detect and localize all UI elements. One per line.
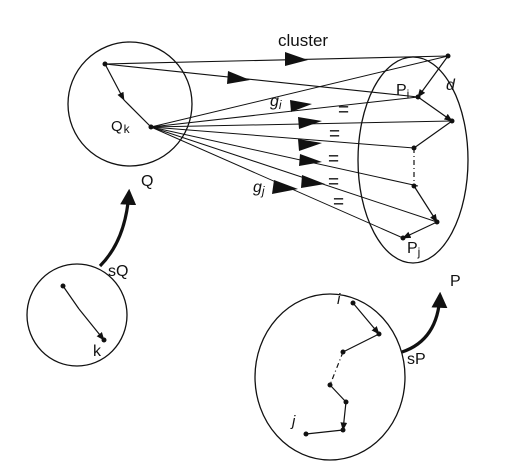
- qk-label: Qk: [111, 118, 131, 136]
- equal-mark-3: =: [328, 149, 339, 170]
- equal-mark-2: =: [329, 124, 340, 145]
- gj-label: gj: [253, 179, 265, 198]
- q-label: Q: [141, 173, 153, 190]
- i-label: i: [337, 291, 341, 308]
- p-chain: [400, 53, 455, 241]
- sp-chain: [303, 300, 382, 437]
- d-label: d: [446, 77, 456, 94]
- sq-arrow: [98, 188, 137, 268]
- k-chain: [60, 283, 107, 343]
- cluster-arrow-top-head: [285, 52, 308, 66]
- gi-label: gi: [270, 93, 282, 112]
- g-arrows-fan: [150, 55, 453, 239]
- pj-label: Pj: [407, 240, 420, 259]
- equal-mark-5: =: [333, 192, 344, 213]
- q-chain-segment-2: [123, 99, 152, 128]
- pi-label: Pi: [396, 82, 409, 101]
- q-cluster-ellipse: [67, 41, 193, 167]
- sp-arrow: [401, 291, 448, 354]
- qk-vertex: [148, 124, 154, 130]
- p-label: P: [450, 273, 461, 290]
- sp-label: sP: [407, 351, 426, 368]
- cluster-arrow-top: [104, 55, 449, 65]
- cluster-arrow-pi-head: [227, 71, 250, 84]
- q-chain-segment: [104, 63, 125, 101]
- cluster-label: cluster: [278, 31, 328, 50]
- k-label: k: [93, 343, 102, 360]
- equal-mark-1: =: [338, 100, 349, 121]
- q-vertex-top: [102, 61, 108, 67]
- j-label: j: [290, 413, 296, 430]
- sq-structure-ellipse: [26, 263, 128, 367]
- equal-mark-4: =: [328, 172, 339, 193]
- sp-structure-ellipse: [254, 293, 406, 461]
- cluster-arrow-pi: [104, 63, 419, 98]
- sq-label: sQ: [108, 263, 128, 280]
